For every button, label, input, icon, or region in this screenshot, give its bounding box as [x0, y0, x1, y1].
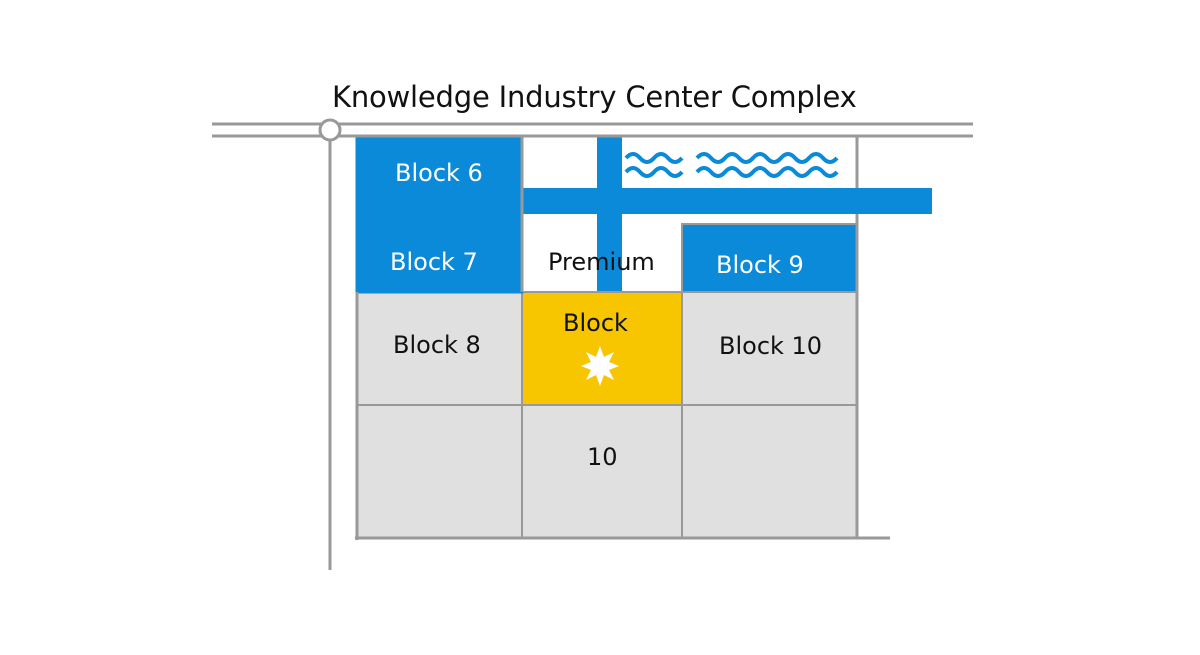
premium-label: Premium	[548, 248, 655, 276]
bottom-left-area	[356, 404, 523, 539]
diagram-title: Knowledge Industry Center Complex	[332, 80, 857, 114]
bottom-right-area	[681, 404, 858, 539]
block-6-label: Block 6	[395, 159, 483, 187]
circle-junction-icon	[318, 118, 342, 142]
canal-vertical	[597, 137, 622, 292]
block-8-label: Block 8	[393, 331, 481, 359]
wave-icon	[624, 152, 839, 178]
block-7-label: Block 7	[390, 248, 478, 276]
premium-block-area	[521, 291, 683, 406]
star-burst-icon	[581, 346, 619, 386]
premium-block-label: Block	[563, 309, 628, 337]
bottom-middle-label: 10	[587, 443, 618, 471]
canal-horizontal	[522, 188, 932, 214]
block-9-label: Block 9	[716, 251, 804, 279]
block-10-label: Block 10	[719, 332, 822, 360]
bottom-middle-area	[521, 404, 683, 539]
block-6-7-area	[357, 137, 522, 292]
